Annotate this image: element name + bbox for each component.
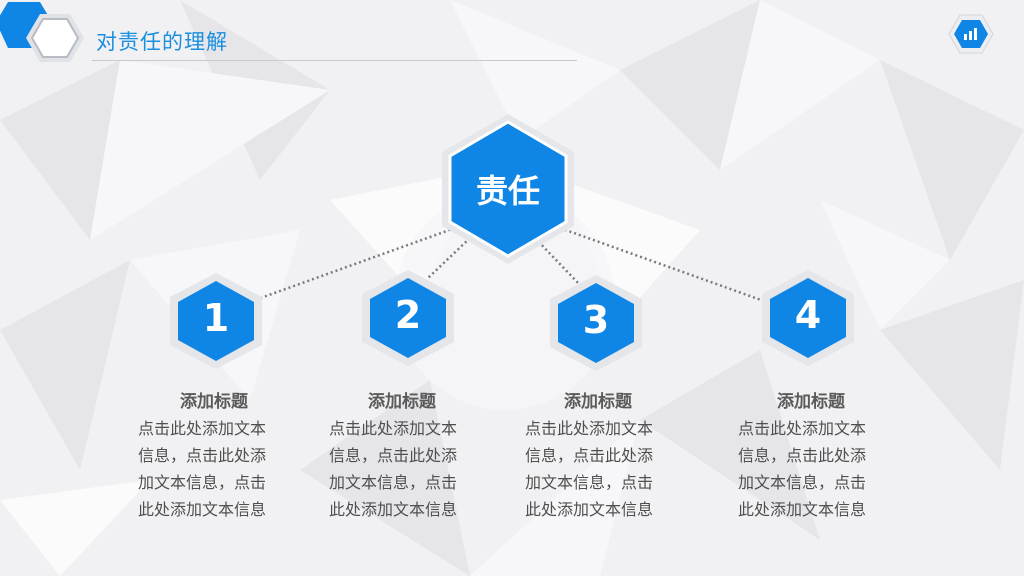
item-1-text-line: 加文本信息，点击 xyxy=(138,473,267,492)
bar-chart-icon[interactable] xyxy=(948,14,994,54)
item-4-text-line: 信息，点击此处添 xyxy=(738,446,867,465)
title-divider xyxy=(92,60,577,61)
item-4-text-line: 此处添加文本信息 xyxy=(738,500,867,519)
hexagon-3 xyxy=(550,275,642,371)
item-1-text: 点击此处添加文本 信息，点击此处添 加文本信息，点击 此处添加文本信息 xyxy=(138,415,298,523)
hexagon-2 xyxy=(362,270,454,366)
center-hexagon xyxy=(442,114,574,264)
item-3-text-line: 信息，点击此处添 xyxy=(525,446,654,465)
item-1-text-line: 点击此处添加文本 xyxy=(138,419,267,438)
item-4-title: 添加标题 xyxy=(777,392,845,412)
item-1-text-line: 此处添加文本信息 xyxy=(138,500,267,519)
item-1-title: 添加标题 xyxy=(180,392,248,412)
item-4-text-line: 加文本信息，点击 xyxy=(738,473,867,492)
hexagon-1 xyxy=(170,273,262,369)
item-2-text-line: 加文本信息，点击 xyxy=(329,473,458,492)
item-3-title: 添加标题 xyxy=(564,392,632,412)
item-2-text: 点击此处添加文本 信息，点击此处添 加文本信息，点击 此处添加文本信息 xyxy=(329,415,489,523)
hexagon-1-number: 1 xyxy=(202,296,230,340)
hexagon-logo-icon xyxy=(0,2,84,62)
item-3-text-line: 此处添加文本信息 xyxy=(525,500,654,519)
page-title: 对责任的理解 xyxy=(96,30,228,54)
item-2-title: 添加标题 xyxy=(368,392,436,412)
hexagon-3-number: 3 xyxy=(582,298,610,342)
item-3-text-line: 加文本信息，点击 xyxy=(525,473,654,492)
item-2-text-line: 此处添加文本信息 xyxy=(329,500,458,519)
center-label: 责任 xyxy=(475,172,540,210)
item-4-text-line: 点击此处添加文本 xyxy=(738,419,867,438)
hexagon-4 xyxy=(762,270,854,366)
hexagon-4-number: 4 xyxy=(794,293,822,337)
item-2-text-line: 点击此处添加文本 xyxy=(329,419,458,438)
item-4-text: 点击此处添加文本 信息，点击此处添 加文本信息，点击 此处添加文本信息 xyxy=(738,415,898,523)
item-1-text-line: 信息，点击此处添 xyxy=(138,446,267,465)
item-3-text-line: 点击此处添加文本 xyxy=(525,419,654,438)
hexagon-2-number: 2 xyxy=(394,293,422,337)
item-3-text: 点击此处添加文本 信息，点击此处添 加文本信息，点击 此处添加文本信息 xyxy=(525,415,685,523)
item-2-text-line: 信息，点击此处添 xyxy=(329,446,458,465)
